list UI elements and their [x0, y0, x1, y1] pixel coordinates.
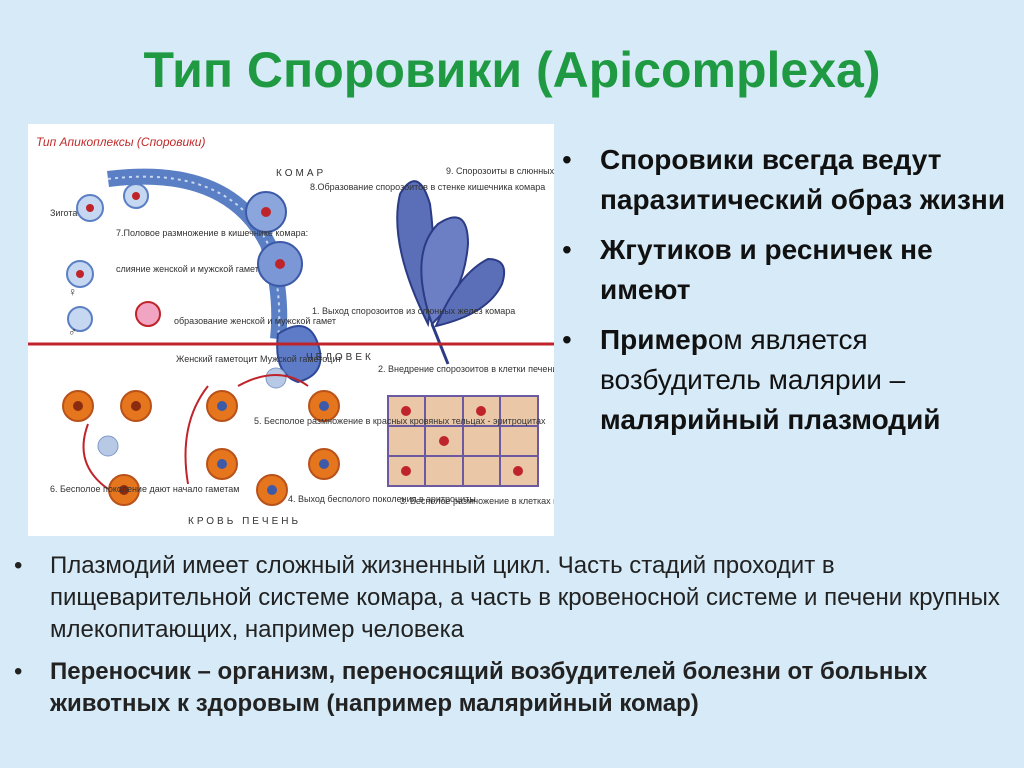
bullet-icon: • — [562, 324, 572, 355]
right-bullet-item: • Примером является возбудитель малярии –… — [562, 320, 1012, 440]
bullet-icon: • — [562, 144, 572, 175]
label-5: 5. Бесполое размножение в красных кровян… — [254, 416, 546, 426]
label-2: 2. Внедрение спорозоитов в клетки печени… — [378, 364, 554, 374]
label-zygote: Зигота — [50, 208, 77, 218]
bullet-text: Споровики всегда ведут паразитический об… — [600, 144, 1006, 215]
male-gamete — [135, 301, 161, 327]
right-bullet-item: • Споровики всегда ведут паразитический о… — [562, 140, 1012, 220]
liver-tissue — [387, 395, 539, 487]
bullet-icon: • — [14, 658, 23, 685]
label-fusion: слияние женской и мужской гамет — [116, 264, 259, 274]
label-3: 3. Бесполое размножение в клетках печени — [400, 496, 554, 506]
label-9: 9. Спорозоиты в слюнных железах комара — [446, 166, 554, 176]
slide-title: Тип Споровики (Apicomplexa) — [143, 42, 881, 98]
bullet-text: ом является возбудитель малярии – — [600, 324, 906, 395]
bullet-text: Переносчик – организм, переносящий возбу… — [50, 658, 928, 717]
label-1: 1. Выход спорозоитов из слюнных желез ко… — [312, 306, 515, 316]
right-bullet-item: • Жгутиков и ресничек не имеют — [562, 230, 1012, 310]
bullet-text: Жгутиков и ресничек не имеют — [600, 234, 933, 305]
erythrocytes — [62, 367, 340, 506]
label-gametocytes: Женский гаметоцит Мужской гаметоцит — [176, 354, 342, 364]
label-8: 8.Образование спорозоитов в стенке кишеч… — [310, 182, 545, 192]
label-7: 7.Половое размножение в кишечнике комара… — [116, 228, 308, 238]
figure-caption: Тип Апикоплексы (Споровики) — [36, 135, 205, 149]
right-bullet-list: • Споровики всегда ведут паразитический о… — [562, 140, 1012, 450]
female-symbol: ♀ — [68, 285, 77, 299]
ruptured-oocyst — [276, 325, 322, 384]
bullet-icon: • — [562, 234, 572, 265]
male-symbol: ♂ — [68, 325, 77, 339]
label-formation: образование женской и мужской гамет — [174, 316, 336, 326]
bottom-bullet-item: • Переносчик – организм, переносящий возб… — [14, 656, 1014, 720]
bullet-icon: • — [14, 552, 23, 579]
section-mosquito: КОМАР — [276, 168, 326, 179]
salivary-gland — [396, 180, 506, 365]
section-human: ЧЕЛОВЕК — [306, 352, 374, 363]
lifecycle-figure: Тип Апикоплексы (Споровики) КОМАР ♀ ♂ Зи… — [28, 124, 554, 536]
label-4: 4. Выход бесполого поколения в эритроцит… — [288, 494, 476, 504]
bottom-bullet-item: • Плазмодий имеет сложный жизненный цикл.… — [14, 550, 1014, 646]
section-bottom: КРОВЬ ПЕЧЕНЬ — [188, 516, 301, 527]
label-6: 6. Бесполое поколение дают начало гамета… — [50, 484, 239, 494]
bullet-text: Пример — [600, 324, 708, 355]
bullet-text: малярийный плазмодий — [600, 404, 941, 435]
bottom-bullet-list: • Плазмодий имеет сложный жизненный цикл.… — [14, 550, 1014, 730]
lifecycle-diagram: Тип Апикоплексы (Споровики) КОМАР ♀ ♂ Зи… — [28, 135, 554, 527]
bullet-text: Плазмодий имеет сложный жизненный цикл. … — [50, 552, 1000, 643]
